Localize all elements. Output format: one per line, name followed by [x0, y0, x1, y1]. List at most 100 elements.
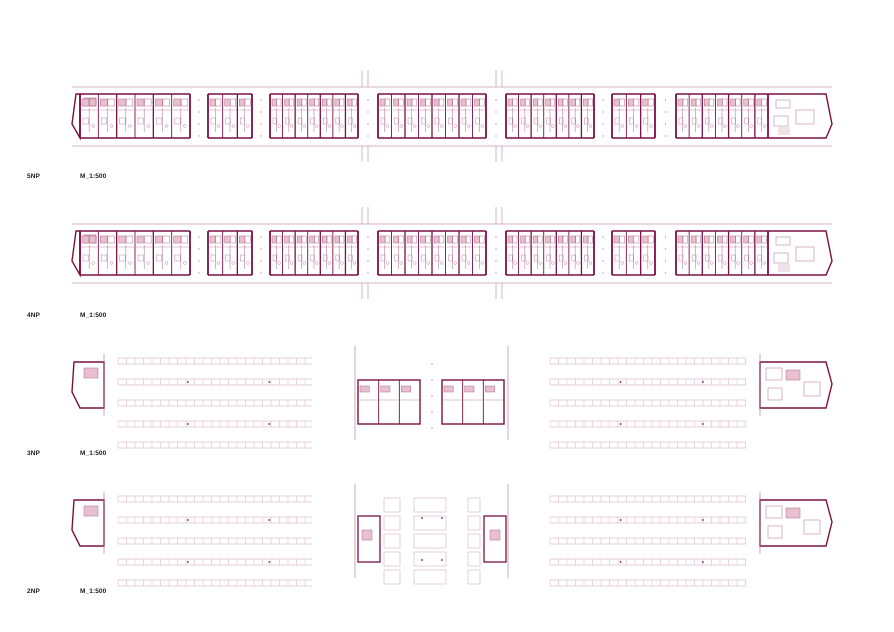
ramp-bay — [467, 515, 481, 531]
bed — [546, 254, 551, 262]
bed — [310, 117, 315, 125]
table — [683, 261, 688, 265]
bed — [156, 117, 163, 125]
wardrobe — [144, 235, 152, 244]
bathroom — [420, 98, 426, 107]
column — [619, 423, 622, 425]
floor-level-label-2np: 2NP — [27, 588, 40, 595]
bed — [559, 254, 564, 262]
bed — [643, 254, 649, 262]
table — [683, 124, 688, 128]
bed — [272, 117, 277, 125]
column-dot — [367, 260, 369, 262]
table — [352, 124, 357, 128]
column-dot — [495, 260, 497, 262]
bed — [731, 117, 736, 125]
core-right-central — [483, 515, 507, 563]
bed — [475, 254, 480, 262]
bathroom — [393, 98, 399, 107]
column — [619, 381, 622, 383]
parking-row — [117, 378, 312, 386]
wardrobe — [244, 235, 251, 244]
core-room — [775, 236, 791, 246]
bathroom — [520, 98, 526, 107]
wardrobe — [276, 235, 282, 244]
wardrobe — [125, 98, 134, 107]
table — [697, 261, 701, 265]
wardrobe — [411, 98, 418, 107]
column — [268, 423, 271, 425]
column — [268, 381, 271, 383]
wardrobe — [748, 235, 754, 244]
bed — [559, 117, 564, 125]
wardrobe — [351, 98, 357, 107]
column — [186, 381, 189, 383]
table — [302, 124, 306, 128]
table — [576, 124, 580, 128]
column-dot — [495, 248, 497, 250]
column-dot — [367, 248, 369, 250]
table — [109, 261, 114, 265]
bathroom — [545, 98, 551, 107]
wardrobe — [398, 98, 404, 107]
bathroom — [447, 235, 453, 244]
apartment-block — [505, 230, 595, 276]
table — [290, 124, 294, 128]
stair-core — [83, 505, 99, 517]
bed — [335, 254, 340, 262]
wardrobe — [587, 235, 593, 244]
table — [513, 124, 517, 128]
core-room — [803, 519, 821, 535]
table — [246, 261, 250, 265]
column-dot — [602, 99, 604, 101]
bathroom — [347, 98, 353, 107]
bed — [407, 254, 413, 262]
table — [649, 261, 653, 265]
bathroom — [173, 98, 181, 107]
column-dot — [602, 236, 604, 238]
table — [749, 124, 753, 128]
wardrobe — [215, 235, 222, 244]
column-dot — [664, 123, 667, 125]
wardrobe — [562, 98, 568, 107]
column-dot — [602, 123, 604, 125]
wardrobe — [107, 98, 115, 107]
bathroom — [420, 235, 426, 244]
table — [710, 124, 714, 128]
column-dot — [367, 236, 369, 238]
wardrobe — [351, 235, 357, 244]
bathroom — [532, 98, 539, 107]
column-dot — [495, 99, 497, 101]
wardrobe — [479, 235, 485, 244]
table — [736, 124, 740, 128]
bathroom — [406, 235, 413, 244]
table — [246, 124, 250, 128]
ramp-bay — [467, 551, 481, 567]
bathroom — [393, 235, 399, 244]
bed — [533, 254, 539, 262]
bathroom — [334, 235, 340, 244]
wardrobe — [144, 98, 152, 107]
bathroom — [570, 98, 576, 107]
table — [723, 124, 727, 128]
wardrobe — [465, 235, 472, 244]
bathroom — [558, 98, 564, 107]
table — [216, 261, 221, 265]
column — [441, 559, 443, 561]
wardrobe — [722, 235, 728, 244]
apartment-block — [675, 230, 769, 276]
apartment-block — [611, 93, 656, 139]
wardrobe — [452, 235, 458, 244]
central-open — [357, 497, 507, 585]
table — [588, 124, 593, 128]
bed — [508, 117, 513, 125]
table — [526, 124, 530, 128]
parking-row — [549, 378, 746, 386]
column — [186, 423, 189, 425]
bed — [407, 117, 413, 125]
column-dot — [602, 111, 604, 113]
wardrobe — [619, 98, 625, 107]
table — [538, 124, 542, 128]
wardrobe — [314, 98, 320, 107]
